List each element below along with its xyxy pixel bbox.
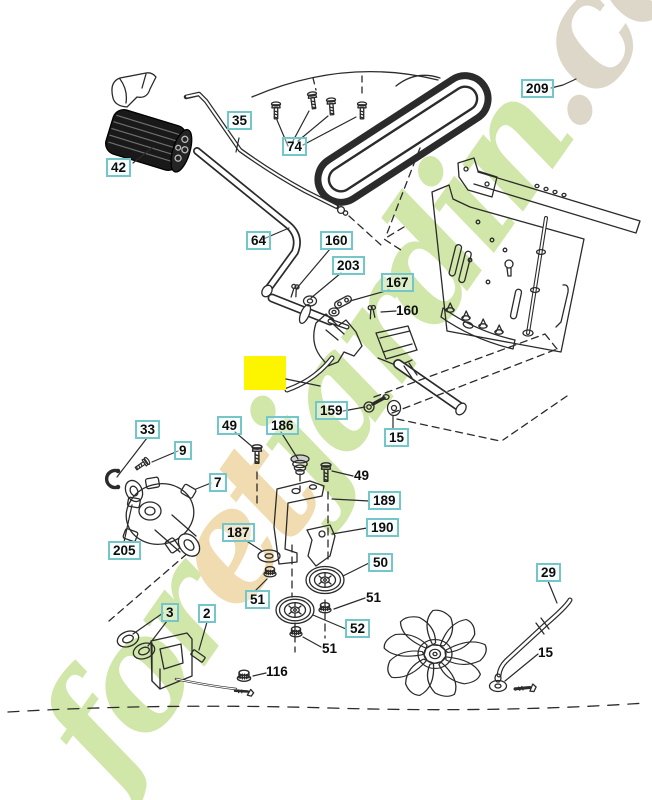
idler-lever-part [284, 313, 363, 393]
lag-bolt [513, 683, 537, 693]
part-label-35[interactable]: 35 [227, 111, 253, 130]
part-label-205[interactable]: 205 [108, 541, 141, 560]
part-label-116[interactable]: 116 [266, 664, 288, 679]
flange-bumps [445, 302, 504, 335]
part-label-160b[interactable]: 160 [396, 303, 419, 318]
nut-51a [263, 566, 277, 578]
deck-bolts [270, 75, 368, 120]
pivot-shaft-part [267, 293, 350, 330]
part-label-3[interactable]: 3 [161, 603, 179, 622]
part-label-7[interactable]: 7 [209, 473, 227, 492]
belt-part [314, 72, 492, 206]
nut-51c [289, 626, 303, 638]
highlight-leader [285, 378, 321, 387]
chassis-frame-part [431, 157, 641, 353]
hub-lugs [122, 476, 197, 554]
highlight-callout[interactable] [244, 356, 286, 390]
deck-edge [251, 70, 441, 98]
washer-15b [488, 679, 508, 693]
cotter-pin-160b [367, 304, 377, 320]
link-167 [333, 295, 353, 309]
part-label-51c[interactable]: 51 [322, 641, 338, 656]
pulley-50 [305, 565, 345, 595]
part-label-42[interactable]: 42 [106, 158, 132, 177]
part-label-74[interactable]: 74 [282, 137, 308, 156]
part-label-159[interactable]: 159 [315, 401, 348, 420]
pedal-fragment [111, 72, 157, 108]
part-label-51a[interactable]: 51 [245, 590, 271, 609]
lift-rod-part [183, 91, 349, 216]
part-label-209[interactable]: 209 [521, 79, 554, 98]
leader-lines [116, 78, 577, 682]
bolt-9 [133, 456, 152, 473]
idler-bracket-part [273, 480, 336, 567]
part-label-15a[interactable]: 15 [384, 428, 410, 447]
washer-203 [302, 295, 340, 317]
part-label-167[interactable]: 167 [381, 273, 414, 292]
hub-assembly-part [104, 468, 201, 557]
part-label-52[interactable]: 52 [345, 619, 371, 638]
part-label-186[interactable]: 186 [266, 416, 299, 435]
part-label-160a[interactable]: 160 [320, 231, 353, 250]
eyebolt-159 [363, 393, 390, 413]
support-rod-part [494, 597, 573, 683]
washer-187 [257, 549, 281, 563]
part-label-15b[interactable]: 15 [538, 645, 554, 660]
part-label-50[interactable]: 50 [368, 553, 394, 572]
spacer-186 [290, 454, 310, 476]
part-label-64[interactable]: 64 [246, 231, 272, 250]
part-label-203[interactable]: 203 [332, 256, 365, 275]
part-label-33[interactable]: 33 [135, 420, 161, 439]
part-label-29[interactable]: 29 [536, 563, 562, 582]
roller-grip-part [105, 108, 193, 173]
bottom-bracket-part [114, 627, 255, 697]
part-label-189[interactable]: 189 [368, 491, 401, 510]
washer-15a [386, 399, 402, 417]
part-label-187[interactable]: 187 [222, 523, 255, 542]
bolt-49b [320, 462, 332, 482]
mount-plate-shaft-part [375, 325, 467, 416]
fan-part [381, 608, 487, 700]
part-label-51b[interactable]: 51 [366, 590, 382, 605]
part-label-49a[interactable]: 49 [217, 416, 243, 435]
part-label-2[interactable]: 2 [198, 604, 216, 623]
part-label-190[interactable]: 190 [366, 518, 399, 537]
part-label-9[interactable]: 9 [174, 441, 192, 460]
part-label-49b[interactable]: 49 [354, 468, 370, 483]
pulley-52 [275, 595, 315, 625]
handle-tube-part [193, 147, 301, 298]
